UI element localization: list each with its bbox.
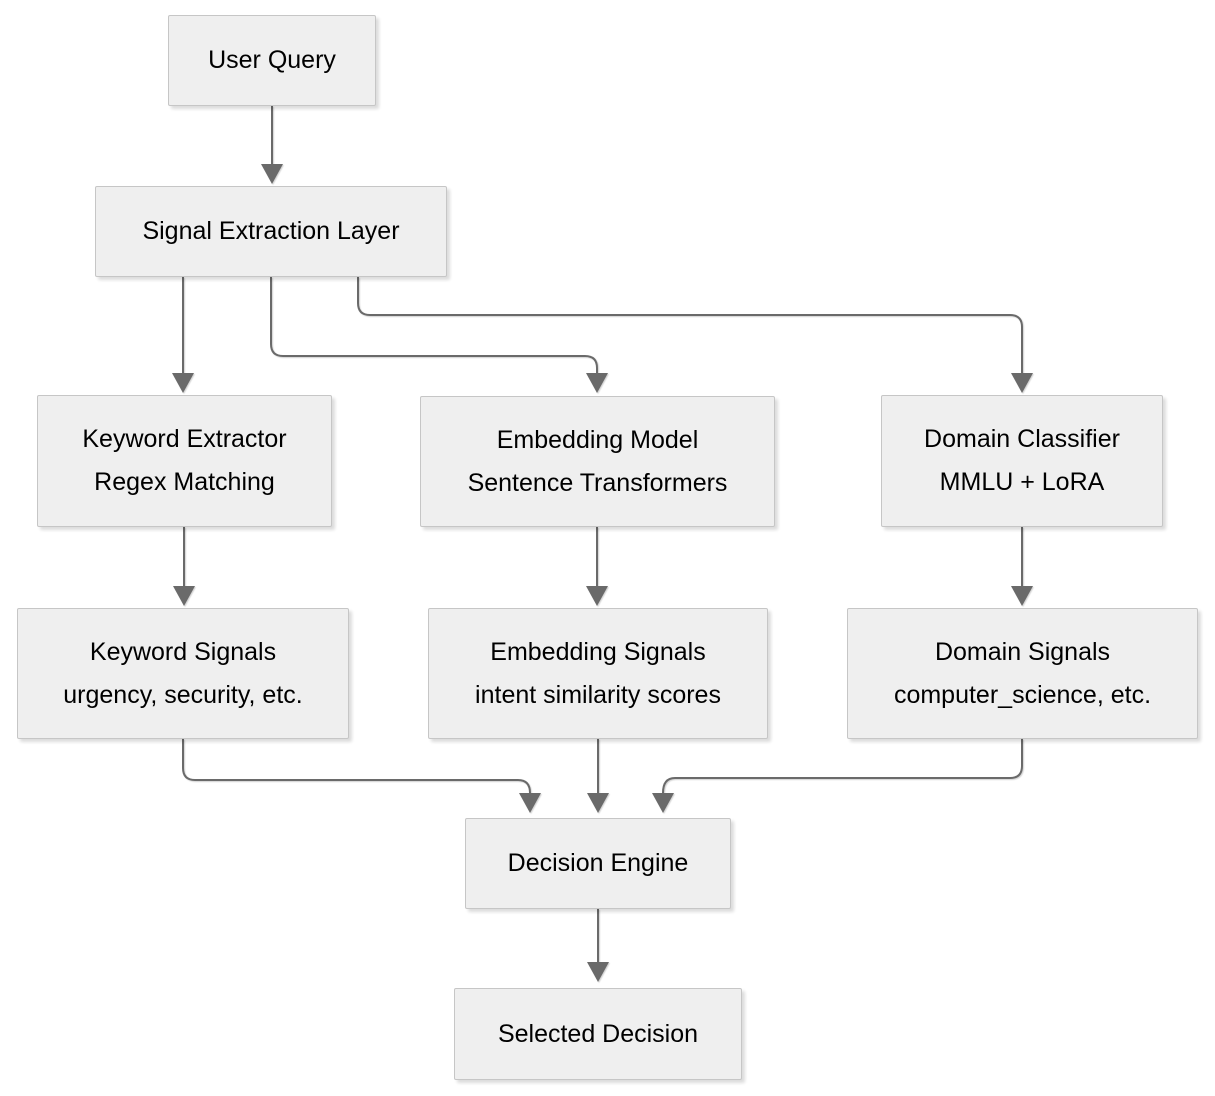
node-embedding-model: Embedding Model Sentence Transformers (420, 396, 775, 527)
node-decision-engine: Decision Engine (465, 818, 731, 909)
node-keyword-signals-title: Keyword Signals (89, 637, 277, 666)
arrowhead-signal-extraction-layer-to-domain-classifier (1011, 373, 1033, 393)
arrowhead-keyword-signals-to-decision-engine (519, 793, 541, 813)
node-domain-classifier: Domain Classifier MMLU + LoRA (881, 395, 1163, 527)
node-domain-classifier-title: Domain Classifier (924, 425, 1120, 453)
arrowhead-domain-classifier-to-domain-signals (1011, 586, 1033, 606)
node-domain-signals: Domain Signals computer_science, etc. (847, 608, 1198, 739)
arrowhead-embedding-model-to-embedding-signals (586, 586, 608, 606)
arrow-signal-extraction-layer-to-domain-classifier (357, 277, 1023, 373)
node-embedding-signals: Embedding Signals intent similarity scor… (428, 608, 768, 739)
arrowhead-signal-extraction-layer-to-keyword-extractor (172, 373, 194, 393)
arrow-domain-signals-to-decision-engine (662, 739, 1023, 794)
arrow-keyword-signals-to-decision-engine (182, 739, 531, 794)
node-keyword-extractor: Keyword Extractor Regex Matching (37, 395, 332, 527)
arrowhead-keyword-extractor-to-keyword-signals (173, 586, 195, 606)
arrowhead-signal-extraction-layer-to-embedding-model (586, 373, 608, 393)
node-selected-decision-label: Selected Decision (497, 1019, 699, 1048)
arrowhead-decision-engine-to-selected-decision (587, 962, 609, 982)
arrowhead-embedding-signals-to-decision-engine (587, 793, 609, 813)
node-signal-extraction-layer-label: Signal Extraction Layer (142, 217, 400, 245)
node-decision-engine-label: Decision Engine (507, 849, 689, 877)
node-keyword-extractor-title: Keyword Extractor (82, 425, 287, 453)
node-keyword-signals: Keyword Signals urgency, security, etc. (17, 608, 349, 739)
node-selected-decision: Selected Decision (454, 988, 742, 1080)
arrowhead-user-query-to-signal-extraction-layer (261, 164, 283, 184)
node-domain-signals-subtitle: computer_science, etc. (893, 680, 1152, 709)
node-user-query: User Query (168, 15, 376, 106)
node-domain-classifier-subtitle: MMLU + LoRA (939, 468, 1105, 496)
arrowhead-domain-signals-to-decision-engine (652, 793, 674, 813)
node-embedding-signals-title: Embedding Signals (490, 637, 706, 666)
node-embedding-model-title: Embedding Model (496, 425, 699, 454)
node-embedding-model-subtitle: Sentence Transformers (467, 468, 728, 497)
node-domain-signals-title: Domain Signals (934, 637, 1111, 666)
node-user-query-label: User Query (208, 46, 336, 74)
node-keyword-extractor-subtitle: Regex Matching (94, 468, 275, 496)
node-embedding-signals-subtitle: intent similarity scores (475, 680, 721, 709)
node-signal-extraction-layer: Signal Extraction Layer (95, 186, 447, 277)
node-keyword-signals-subtitle: urgency, security, etc. (63, 680, 303, 709)
arrow-signal-extraction-layer-to-embedding-model (270, 277, 598, 373)
